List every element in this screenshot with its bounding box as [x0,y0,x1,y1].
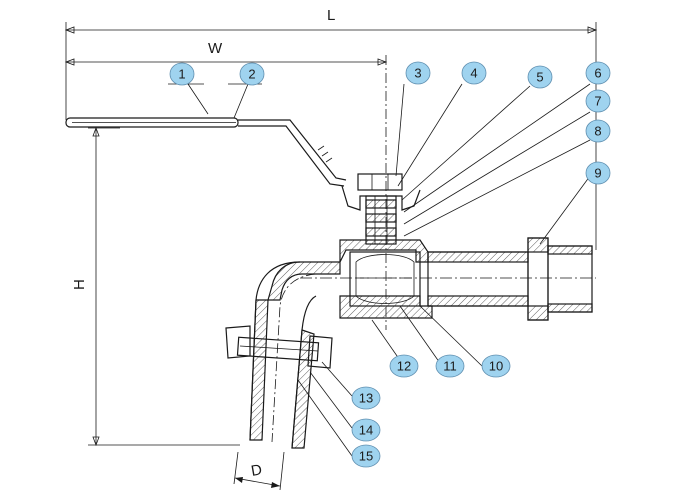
balloon-8-label: 8 [594,124,601,139]
balloon-3-label: 3 [414,66,421,81]
dimension-L-label: L [327,7,335,24]
balloon-10-label: 10 [489,359,503,374]
balloon-10: 10 [481,354,511,378]
balloon-14: 14 [351,418,381,442]
dimension-H-label: H [71,279,88,290]
balloon-7: 7 [585,89,611,113]
balloon-1-label: 1 [178,67,185,82]
balloon-12-label: 12 [397,359,411,374]
balloon-9-label: 9 [594,166,601,181]
balloon-15-label: 15 [359,449,373,464]
balloon-2: 2 [239,62,265,86]
balloon-6-label: 6 [594,66,601,81]
valve-body [249,237,596,449]
balloon-3: 3 [405,61,431,85]
lever-handle [65,117,347,187]
balloon-13-label: 13 [359,391,373,406]
balloon-12: 12 [389,354,419,378]
balloon-5-label: 5 [536,70,543,85]
balloon-13: 13 [351,386,381,410]
balloon-5: 5 [527,65,553,89]
balloon-11: 11 [435,354,465,378]
dimension-W-label: W [208,40,223,57]
hose-nut [225,325,333,369]
balloon-4-label: 4 [470,66,477,81]
dimension-D-label: D [250,461,264,480]
balloon-15: 15 [351,444,381,468]
balloon-1: 1 [169,62,195,86]
balloon-14-label: 14 [359,423,373,438]
balloon-9: 9 [585,161,611,185]
balloon-2-label: 2 [248,67,255,82]
balloon-4: 4 [461,61,487,85]
balloon-7-label: 7 [594,94,601,109]
balloon-8: 8 [585,119,611,143]
balloon-11-label: 11 [443,359,457,374]
balloon-6: 6 [585,61,611,85]
leader-lines [168,83,591,457]
